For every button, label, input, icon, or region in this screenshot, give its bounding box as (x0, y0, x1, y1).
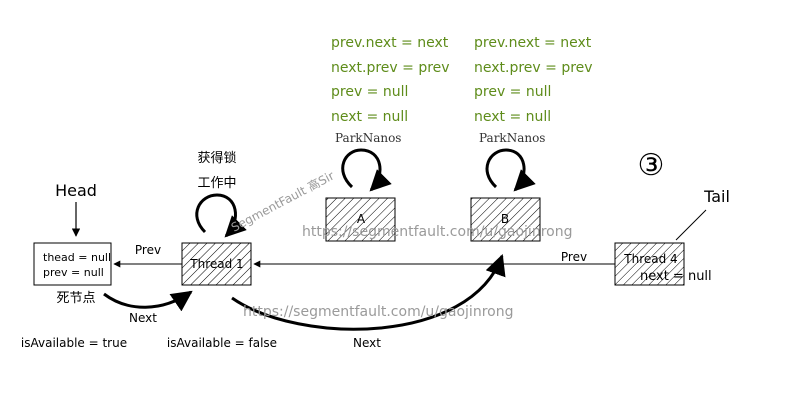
ops-b-line: next = null (474, 109, 551, 125)
thread4-next-null: next = null (640, 269, 712, 284)
working-label: 工作中 (197, 176, 236, 191)
node-a-label: A (357, 212, 366, 226)
ops-a-line: next.prev = prev (331, 60, 450, 76)
node-b-box (470, 197, 541, 242)
dead-node-label: 死节点 (56, 291, 95, 306)
prev-label-tail: Prev (561, 250, 587, 264)
node-b-label: B (501, 212, 509, 226)
ops-a-line: next = null (331, 109, 408, 125)
thread1-node-label: Thread 1 (189, 257, 243, 271)
watermark-url-top: https://segmentfault.com/u/gaojinrong (302, 224, 572, 240)
thread1-node-box (181, 242, 252, 286)
ops-a-list: prev.next = next next.prev = prev prev =… (331, 35, 450, 125)
head-node-prev: prev = null (43, 266, 104, 279)
next-label-2: Next (353, 336, 381, 350)
acquire-lock-label: 获得锁 (197, 150, 236, 166)
next-label-1: Next (129, 311, 157, 325)
node-a-park-loop-icon (341, 148, 392, 192)
park-b-label: ParkNanos (479, 131, 545, 145)
ops-b-line: prev.next = next (474, 35, 592, 51)
ops-b-list: prev.next = next next.prev = prev prev =… (474, 35, 593, 125)
park-a-label: ParkNanos (335, 131, 401, 145)
tail-pointer-line (675, 209, 707, 241)
prev-label-head: Prev (135, 243, 161, 257)
next-curve-thread1-to-b (231, 254, 506, 331)
next-curve-head-to-thread1 (103, 290, 193, 312)
ops-b-line: prev = null (474, 84, 551, 100)
thread4-node-box (614, 242, 685, 286)
thread1-available-label: isAvailable = false (167, 336, 277, 350)
watermark-url-mid: https://segmentfault.com/u/gaojinrong (243, 304, 513, 320)
ops-a-line: prev = null (331, 84, 408, 100)
tail-label: Tail (703, 187, 730, 206)
node-b-park-loop-icon (485, 148, 536, 192)
thread1-self-loop-icon (195, 193, 247, 238)
head-label: Head (55, 181, 97, 200)
head-node-thead: thead = null (43, 251, 111, 264)
ops-b-line: next.prev = prev (474, 60, 593, 76)
head-node-box (33, 242, 112, 286)
step-number: ③ (638, 148, 665, 183)
node-a-box (325, 197, 396, 242)
ops-a-line: prev.next = next (331, 35, 449, 51)
head-available-label: isAvailable = true (21, 336, 127, 350)
thread4-node-label: Thread 4 (623, 252, 677, 266)
